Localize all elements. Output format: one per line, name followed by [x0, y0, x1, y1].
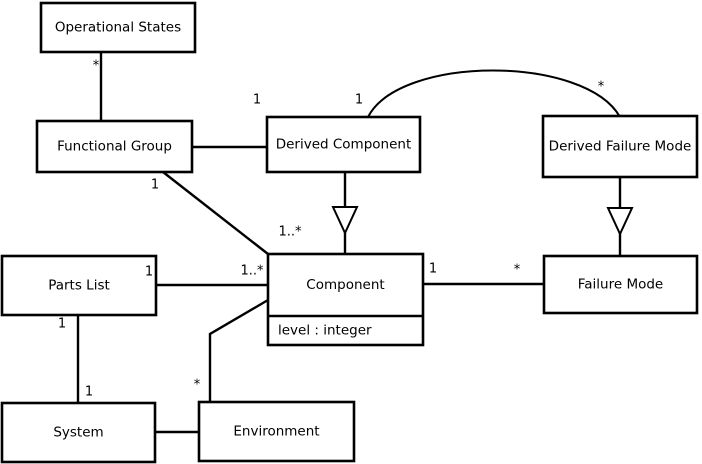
multiplicity-label-mult-funcgroup-bottom: 1 — [151, 178, 159, 193]
class-box[interactable] — [197, 400, 356, 463]
multiplicity-label-mult-component-upperleft: 1..* — [278, 225, 302, 240]
generalization-triangle-icon — [331, 206, 359, 236]
class-box[interactable] — [266, 252, 425, 347]
multiplicity-label-mult-environment-top: * — [194, 378, 201, 393]
multiplicity-label-mult-failuremode-left: * — [514, 263, 521, 278]
multiplicity-label-mult-component-left: 1..* — [240, 264, 264, 279]
uml-class-failure_mode[interactable]: Failure Mode — [542, 254, 699, 315]
association-funcgroup-component — [162, 171, 269, 255]
class-name-label: Component — [306, 277, 384, 293]
class-attribute-label: level : integer — [278, 323, 372, 339]
class-name-label: Failure Mode — [578, 277, 664, 293]
multiplicity-layer: * 1 1 1 * 1..* 1..* 1 1 1 1 * * — [58, 59, 605, 400]
uml-class-derived_component[interactable]: Derived Component — [265, 115, 422, 174]
class-box[interactable] — [0, 254, 158, 317]
association-component-environment — [208, 298, 269, 402]
class-box[interactable] — [39, 1, 197, 54]
multiplicity-label-mult-opstates-bottom: * — [93, 59, 100, 74]
class-name-label: Parts List — [48, 278, 110, 294]
uml-class-functional_group[interactable]: Functional Group — [35, 119, 194, 174]
class-box[interactable] — [542, 254, 699, 315]
class-name-label: Operational States — [55, 20, 181, 36]
class-box[interactable] — [35, 119, 194, 174]
multiplicity-label-mult-funcgroup-right: 1 — [253, 93, 261, 108]
generalization-triangle-icon — [606, 207, 634, 237]
class-name-label: Derived Component — [276, 137, 412, 153]
association-layer — [76, 52, 621, 434]
uml-class-derived_failure_mode[interactable]: Derived Failure Mode — [541, 114, 699, 179]
uml-class-parts_list[interactable]: Parts List — [0, 254, 158, 317]
generalization-component-to-derivedcomponent — [331, 172, 359, 254]
class-box[interactable] — [541, 114, 699, 179]
class-name-label: Environment — [233, 424, 319, 440]
generalization-layer — [331, 172, 634, 256]
multiplicity-label-mult-component-right: 1 — [429, 262, 437, 277]
multiplicity-label-mult-system-top: 1 — [85, 385, 93, 400]
uml-class-environment[interactable]: Environment — [197, 400, 356, 463]
class-name-label: System — [53, 425, 103, 441]
multiplicity-label-mult-partslist-bottom: 1 — [58, 317, 66, 332]
multiplicity-label-mult-derivedcomp-arc: 1 — [355, 93, 363, 108]
generalization-failuremode-to-derivedfm — [606, 177, 634, 256]
class-name-label: Derived Failure Mode — [549, 139, 692, 155]
class-box[interactable] — [265, 115, 422, 174]
class-name-label: Functional Group — [57, 139, 172, 155]
multiplicity-label-mult-partslist-right: 1 — [145, 265, 153, 280]
uml-class-operational_states[interactable]: Operational States — [39, 1, 197, 54]
uml-class-system[interactable]: System — [0, 401, 157, 464]
multiplicity-label-mult-derivedfm-arc: * — [598, 80, 605, 95]
association-derivedcomp-derivedfm — [367, 69, 621, 118]
uml-class-component[interactable]: Component level : integer — [266, 252, 425, 347]
class-box[interactable] — [0, 401, 157, 464]
